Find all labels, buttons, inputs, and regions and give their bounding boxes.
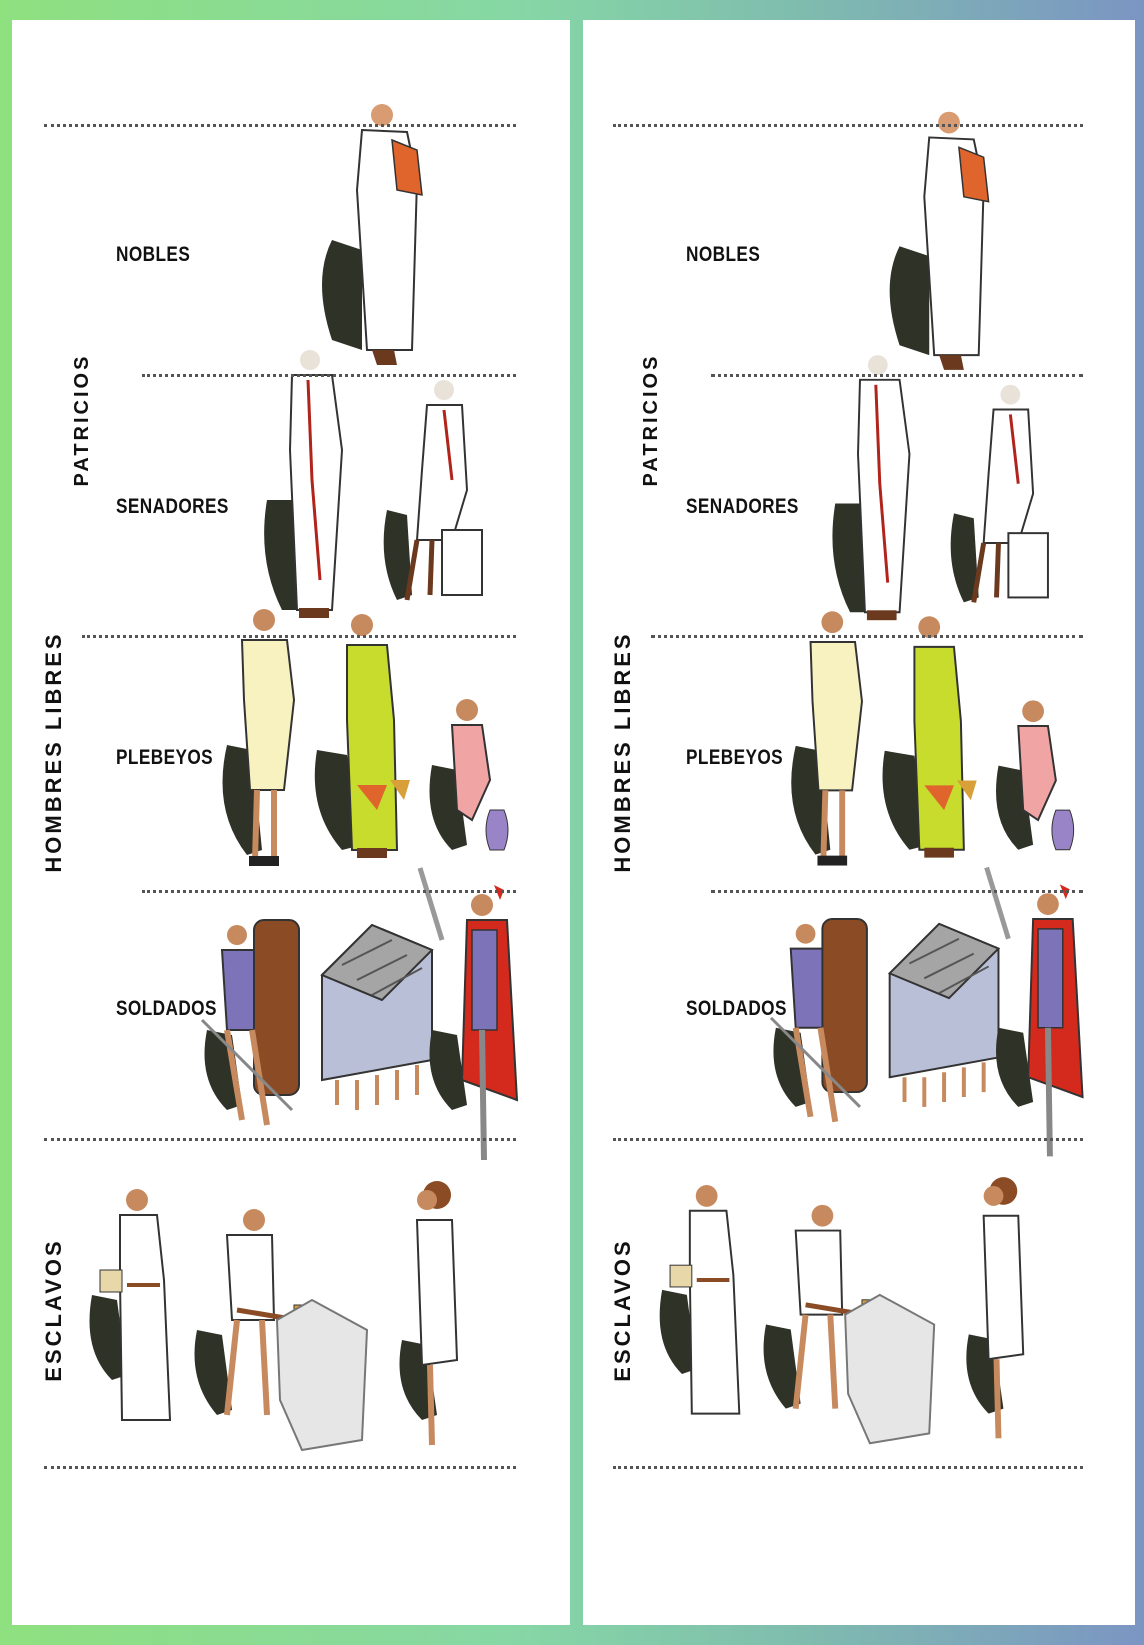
slave-woman-carrying [660,1185,740,1414]
group-label-hombres-libres: HOMBRES LIBRES [610,627,638,877]
plebeian-man [791,611,862,865]
row-label-nobles: NOBLES [686,243,760,267]
group-label-patricios: PATRICIOS [640,345,664,495]
roman-noble-in-toga [890,112,989,370]
plebeian-woman-with-scale [883,616,977,857]
divider-top [613,124,1083,127]
centurion-with-sword [987,868,1083,1157]
divider-nobles [142,374,516,377]
plebeian-potter [996,700,1074,849]
standing-senator [264,350,342,618]
divider-nobles [711,374,1083,377]
group-label-esclavos: ESCLAVOS [610,1225,638,1395]
plebeian-woman-with-scale [315,614,410,858]
row-label-senadores: SENADORES [116,495,229,519]
divider-bottom [44,1466,516,1469]
row-label-plebeyos: PLEBEYOS [116,746,213,770]
row-label-soldados: SOLDADOS [116,997,217,1021]
group-label-hombres-libres: HOMBRES LIBRES [41,627,69,877]
divider-plebeyos [142,890,516,893]
divider-bottom [613,1466,1083,1469]
plebeian-potter [430,699,509,850]
row-label-soldados: SOLDADOS [686,997,787,1021]
slave-with-hammer [195,1209,368,1450]
worksheet-right: HOMBRES LIBRES PATRICIOS ESCLAVOS NOBLES… [583,20,1135,1625]
divider-senadores [82,635,516,638]
divider-plebeyos [711,890,1083,893]
divider-soldados [44,1138,516,1141]
divider-top [44,124,516,127]
slave-woman-carrying [90,1189,171,1420]
plebeian-man [223,609,295,866]
divider-soldados [613,1138,1083,1141]
slave-carrying-load [400,1181,458,1445]
group-label-patricios: PATRICIOS [71,345,95,495]
illustrations-right [583,20,1135,1625]
testudo-formation [322,925,432,1110]
worksheet-left: HOMBRES LIBRES PATRICIOS ESCLAVOS NOBLES… [12,20,570,1625]
standing-senator [832,355,909,620]
centurion-with-sword [420,868,517,1160]
divider-senadores [651,635,1083,638]
seated-senator [951,385,1048,603]
testudo-formation [890,924,999,1107]
slave-with-hammer [764,1205,935,1443]
group-label-esclavos: ESCLAVOS [41,1225,69,1395]
seated-senator [384,380,482,600]
illustrations-left [12,20,570,1625]
slave-carrying-load [966,1177,1023,1438]
row-label-senadores: SENADORES [686,495,799,519]
row-label-nobles: NOBLES [116,243,190,267]
row-label-plebeyos: PLEBEYOS [686,746,783,770]
roman-noble-in-toga [322,104,422,365]
legionary-with-shield [202,920,299,1125]
